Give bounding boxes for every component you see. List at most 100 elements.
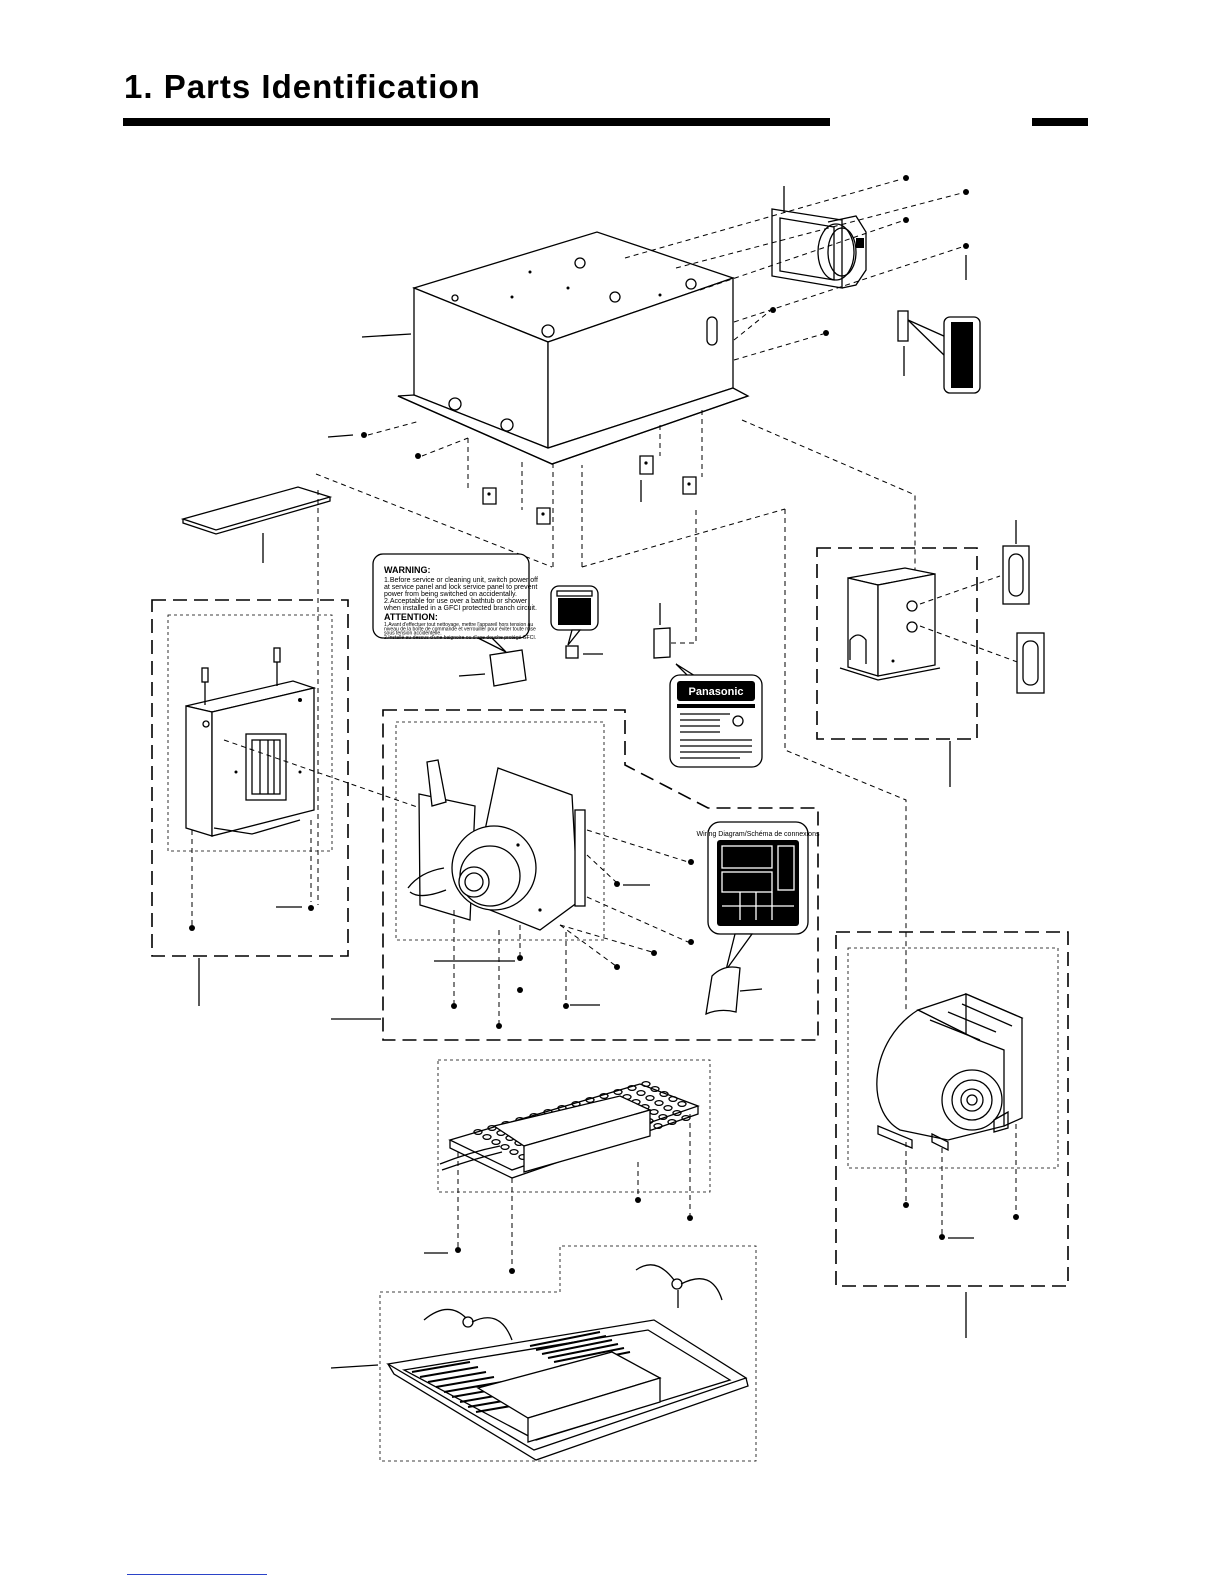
guard-hole xyxy=(509,1148,519,1156)
guard-hole xyxy=(473,1128,483,1136)
screw-icon xyxy=(614,881,620,887)
grille-slat xyxy=(435,1376,495,1388)
grille-slat xyxy=(547,1343,619,1359)
guard-hole xyxy=(650,1085,660,1093)
ratings-label: Panasonic xyxy=(653,510,763,768)
screw-icon xyxy=(903,175,909,181)
warning-heading: WARNING: xyxy=(384,565,431,575)
guard-hole xyxy=(613,1088,623,1096)
guard-hole xyxy=(654,1099,664,1107)
footer-link[interactable] xyxy=(127,1574,267,1575)
gasket xyxy=(1002,520,1030,605)
guard-hole xyxy=(672,1109,682,1117)
screw-icon xyxy=(903,217,909,223)
guard-hole xyxy=(636,1089,646,1097)
junction-cover-plate xyxy=(180,486,333,563)
screw-icon xyxy=(963,189,969,195)
screw-icon xyxy=(517,955,523,961)
guard-hole xyxy=(500,1143,510,1151)
screw-icon xyxy=(1013,1214,1019,1220)
screw-icon xyxy=(308,905,314,911)
blower-group xyxy=(835,931,1069,1287)
wiring-heading: Wiring Diagram/Schéma de connexions xyxy=(697,831,820,838)
guard-hole xyxy=(659,1090,669,1098)
grille-slat xyxy=(411,1361,471,1373)
guard-hole xyxy=(627,1084,637,1092)
rating-scale-label xyxy=(897,310,981,394)
guard-hole xyxy=(658,1113,668,1121)
screw-icon xyxy=(451,1003,457,1009)
screw-icon xyxy=(651,950,657,956)
attention-line: niveau de la boîte de commande et verrou… xyxy=(384,626,536,632)
attention-line: sous tension accidentelle. xyxy=(384,631,442,637)
brand-name: Panasonic xyxy=(688,686,743,698)
screw-icon xyxy=(770,307,776,313)
certification-label xyxy=(550,585,603,659)
guard-plate-group xyxy=(437,1059,711,1193)
screw-icon xyxy=(939,1234,945,1240)
grille-slat xyxy=(529,1331,601,1347)
screw-icon xyxy=(517,987,523,993)
guard-hole xyxy=(491,1138,501,1146)
terminal-box xyxy=(839,567,941,681)
guard-hole xyxy=(599,1092,609,1100)
guard-hole xyxy=(585,1096,595,1104)
damper-bracket xyxy=(185,647,317,837)
torsion-spring-icon xyxy=(423,1308,513,1341)
screw-icon xyxy=(614,964,620,970)
warning-line: at service panel and lock service panel … xyxy=(384,584,537,591)
screw-icon xyxy=(496,1023,502,1029)
screw-icon xyxy=(687,1215,693,1221)
torsion-spring-icon xyxy=(635,1264,723,1308)
screw-icon xyxy=(903,1202,909,1208)
gasket xyxy=(1016,632,1045,694)
screw-icon xyxy=(635,1197,641,1203)
screw-icon xyxy=(688,859,694,865)
damper-bracket-subgroup xyxy=(167,614,333,852)
screw-icon xyxy=(189,925,195,931)
guard-hole xyxy=(482,1133,492,1141)
attention-line: 1.Avant d'effectuer tout nettoyage, mett… xyxy=(384,622,533,628)
motor-mount xyxy=(407,759,586,931)
grille-slat xyxy=(541,1339,613,1355)
screw-icon xyxy=(361,432,367,438)
warning-line: 1.Before service or cleaning unit, switc… xyxy=(384,577,538,584)
blower-assembly xyxy=(876,993,1024,1152)
guard-plate xyxy=(439,1080,700,1179)
screw-icon xyxy=(415,453,421,459)
grille-slat xyxy=(553,1347,625,1363)
housing xyxy=(361,231,750,465)
grille-slats xyxy=(411,1331,631,1413)
guard-hole xyxy=(641,1080,651,1088)
grille xyxy=(386,1319,749,1461)
guard-hole xyxy=(668,1095,678,1103)
screw-icon xyxy=(823,330,829,336)
guard-hole xyxy=(653,1122,663,1130)
guard-hole xyxy=(663,1104,673,1112)
grille-slat xyxy=(419,1366,479,1378)
grille-group xyxy=(379,1245,757,1462)
warning-line: when installed in a GFCI protected branc… xyxy=(383,605,537,612)
duct-adapter xyxy=(771,186,867,289)
guard-hole xyxy=(677,1100,687,1108)
blower-subgroup xyxy=(847,947,1059,1169)
hanger-bracket-icon xyxy=(682,476,697,495)
screw-icon xyxy=(688,939,694,945)
hanger-bracket-icon xyxy=(536,507,551,525)
wiring-diagram-label: Wiring Diagram/Schéma de connexions xyxy=(697,821,820,1016)
grille-slat xyxy=(427,1371,487,1383)
damper-bracket-group xyxy=(151,599,349,957)
warning-label: WARNING: 1.Before service or cleaning un… xyxy=(372,553,538,687)
screw-icon xyxy=(963,243,969,249)
motor-plate-group xyxy=(382,709,819,1041)
attention-heading: ATTENTION: xyxy=(384,612,438,622)
motor-plate-subgroup xyxy=(395,721,605,941)
title-rule xyxy=(123,118,830,126)
screw-icon xyxy=(455,1247,461,1253)
title-rule-short xyxy=(1032,118,1088,126)
page-title: 1. Parts Identification xyxy=(124,68,481,105)
attention-line: 2.Installé au-dessus d'une baignoire ou … xyxy=(384,635,536,641)
hanger-bracket-icon xyxy=(639,455,654,475)
warning-line: 2.Acceptable for use over a bathtub or s… xyxy=(384,598,528,605)
guard-hole xyxy=(667,1118,677,1126)
